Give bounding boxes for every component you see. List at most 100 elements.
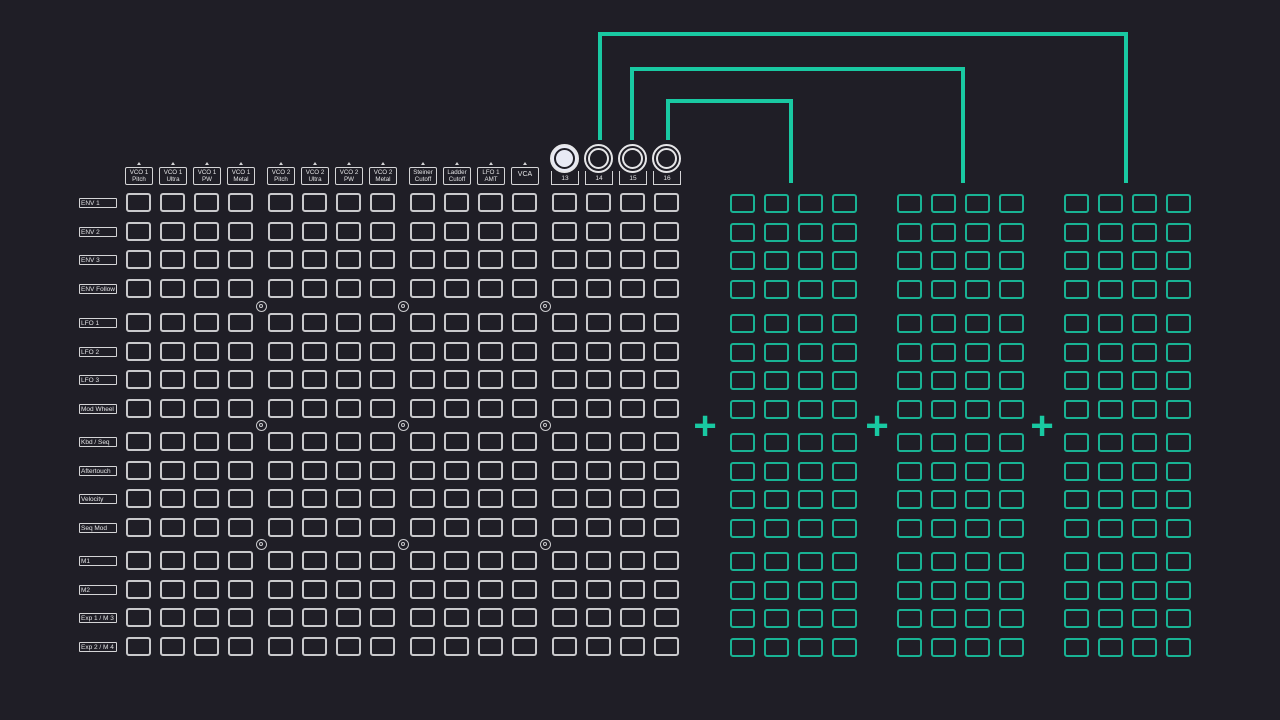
matrix-pad[interactable] bbox=[552, 432, 577, 451]
bank-15-pad[interactable] bbox=[1132, 314, 1157, 333]
bank-14-pad[interactable] bbox=[931, 609, 956, 628]
matrix-pad[interactable] bbox=[228, 460, 253, 480]
bank-14-pad[interactable] bbox=[965, 433, 990, 452]
matrix-pad[interactable] bbox=[302, 432, 327, 451]
matrix-pad[interactable] bbox=[160, 370, 185, 389]
bank-14-pad[interactable] bbox=[965, 222, 990, 242]
matrix-pad[interactable] bbox=[268, 579, 293, 599]
bank-13-pad[interactable] bbox=[730, 399, 755, 419]
bank-15-pad[interactable] bbox=[1166, 251, 1191, 270]
bank-13-pad[interactable] bbox=[764, 637, 789, 657]
bank-15-pad[interactable] bbox=[1166, 314, 1191, 333]
matrix-pad[interactable] bbox=[512, 489, 537, 508]
bank-13-pad[interactable] bbox=[832, 399, 857, 419]
bank-13-pad[interactable] bbox=[730, 251, 755, 270]
matrix-pad[interactable] bbox=[126, 341, 151, 361]
matrix-pad[interactable] bbox=[620, 221, 645, 241]
matrix-pad[interactable] bbox=[654, 489, 679, 508]
matrix-pad[interactable] bbox=[478, 489, 503, 508]
bank-14-pad[interactable] bbox=[931, 399, 956, 419]
bank-14-pad[interactable] bbox=[999, 580, 1024, 600]
matrix-pad[interactable] bbox=[512, 517, 537, 537]
matrix-pad[interactable] bbox=[228, 636, 253, 656]
matrix-pad[interactable] bbox=[160, 193, 185, 212]
matrix-pad[interactable] bbox=[302, 313, 327, 332]
bank-14-pad[interactable] bbox=[965, 637, 990, 657]
bank-14-pad[interactable] bbox=[999, 609, 1024, 628]
matrix-pad[interactable] bbox=[336, 313, 361, 332]
matrix-pad[interactable] bbox=[444, 489, 469, 508]
bank-14-pad[interactable] bbox=[897, 314, 922, 333]
matrix-pad[interactable] bbox=[160, 221, 185, 241]
matrix-pad[interactable] bbox=[478, 250, 503, 269]
bank-13-pad[interactable] bbox=[798, 222, 823, 242]
bank-15-pad[interactable] bbox=[1132, 580, 1157, 600]
matrix-pad[interactable] bbox=[194, 551, 219, 570]
bank-15-pad[interactable] bbox=[1098, 433, 1123, 452]
matrix-pad[interactable] bbox=[444, 370, 469, 389]
bank-14-pad[interactable] bbox=[931, 314, 956, 333]
matrix-pad[interactable] bbox=[268, 489, 293, 508]
bank-13-pad[interactable] bbox=[764, 433, 789, 452]
matrix-pad[interactable] bbox=[654, 278, 679, 298]
bank-15-pad[interactable] bbox=[1166, 580, 1191, 600]
matrix-pad[interactable] bbox=[410, 460, 435, 480]
matrix-pad[interactable] bbox=[160, 313, 185, 332]
matrix-pad[interactable] bbox=[620, 313, 645, 332]
bank-15-pad[interactable] bbox=[1166, 399, 1191, 419]
matrix-pad[interactable] bbox=[620, 579, 645, 599]
matrix-pad[interactable] bbox=[160, 278, 185, 298]
matrix-pad[interactable] bbox=[478, 636, 503, 656]
bank-13-pad[interactable] bbox=[798, 609, 823, 628]
matrix-pad[interactable] bbox=[370, 551, 395, 570]
bank-13-pad[interactable] bbox=[832, 371, 857, 390]
matrix-pad[interactable] bbox=[160, 608, 185, 627]
matrix-pad[interactable] bbox=[410, 608, 435, 627]
bank-13-pad[interactable] bbox=[730, 580, 755, 600]
matrix-pad[interactable] bbox=[512, 221, 537, 241]
matrix-pad[interactable] bbox=[552, 278, 577, 298]
matrix-pad[interactable] bbox=[410, 489, 435, 508]
matrix-pad[interactable] bbox=[228, 313, 253, 332]
matrix-pad[interactable] bbox=[620, 551, 645, 570]
matrix-pad[interactable] bbox=[410, 370, 435, 389]
bank-15-pad[interactable] bbox=[1132, 518, 1157, 538]
matrix-pad[interactable] bbox=[586, 432, 611, 451]
matrix-pad[interactable] bbox=[410, 636, 435, 656]
matrix-pad[interactable] bbox=[194, 278, 219, 298]
matrix-pad[interactable] bbox=[478, 278, 503, 298]
matrix-pad[interactable] bbox=[410, 398, 435, 418]
matrix-pad[interactable] bbox=[410, 432, 435, 451]
bank-13-pad[interactable] bbox=[832, 222, 857, 242]
bank-13-pad[interactable] bbox=[832, 251, 857, 270]
matrix-pad[interactable] bbox=[160, 432, 185, 451]
matrix-pad[interactable] bbox=[478, 398, 503, 418]
matrix-pad[interactable] bbox=[126, 221, 151, 241]
matrix-pad[interactable] bbox=[126, 460, 151, 480]
matrix-pad[interactable] bbox=[586, 221, 611, 241]
matrix-pad[interactable] bbox=[194, 579, 219, 599]
bank-13-pad[interactable] bbox=[798, 399, 823, 419]
matrix-pad[interactable] bbox=[512, 608, 537, 627]
matrix-pad[interactable] bbox=[302, 579, 327, 599]
bank-15-pad[interactable] bbox=[1064, 371, 1089, 390]
bank-15-pad[interactable] bbox=[1166, 371, 1191, 390]
matrix-pad[interactable] bbox=[478, 517, 503, 537]
matrix-pad[interactable] bbox=[512, 636, 537, 656]
matrix-pad[interactable] bbox=[160, 250, 185, 269]
bank-14-pad[interactable] bbox=[965, 580, 990, 600]
matrix-pad[interactable] bbox=[654, 432, 679, 451]
matrix-pad[interactable] bbox=[654, 398, 679, 418]
bank-13-pad[interactable] bbox=[764, 461, 789, 481]
matrix-pad[interactable] bbox=[370, 313, 395, 332]
bank-13-pad[interactable] bbox=[730, 433, 755, 452]
bank-15-pad[interactable] bbox=[1064, 518, 1089, 538]
matrix-pad[interactable] bbox=[552, 636, 577, 656]
bank-14-pad[interactable] bbox=[931, 279, 956, 299]
matrix-pad[interactable] bbox=[410, 193, 435, 212]
bank-15-pad[interactable] bbox=[1098, 490, 1123, 509]
bank-14-pad[interactable] bbox=[999, 222, 1024, 242]
bank-15-pad[interactable] bbox=[1132, 342, 1157, 362]
bank-14-pad[interactable] bbox=[931, 490, 956, 509]
matrix-pad[interactable] bbox=[268, 278, 293, 298]
